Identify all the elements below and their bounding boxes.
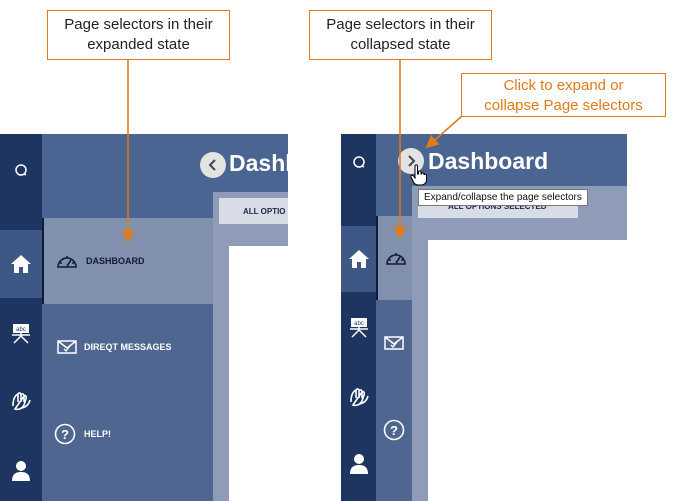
hand-cursor-icon [410,164,427,186]
callout-expanded: Page selectors in their expanded state [47,10,230,60]
callout-collapsed: Page selectors in their collapsed state [309,10,492,60]
abc-board-button[interactable]: abc [341,304,376,350]
callout-toggle: Click to expand or collapse Page selecto… [461,73,666,117]
page-title: Dashb [229,150,300,176]
chevron-left-icon [208,159,216,171]
filter-button[interactable]: ALL OPTIO [219,198,288,224]
page-selector-direqt-messages[interactable] [376,300,412,386]
search-icon [352,156,365,168]
speedometer-icon [56,250,78,272]
collapsed-view: abc ? Dashboard ALL OPTIONS SELECTED [341,134,627,501]
search-icon [15,164,27,176]
user-icon [349,454,368,474]
abc-board-icon: abc [12,324,30,344]
content-area [428,240,627,501]
svg-text:abc: abc [354,321,364,327]
arrow-toggle [425,115,463,149]
page-selector-label: HELP! [84,429,111,439]
envelope-icon [384,336,404,350]
page-selector-direqt-messages[interactable]: DIREQT MESSAGES [42,304,213,390]
hands-button[interactable] [341,374,376,420]
content-frame [213,230,288,501]
search-button[interactable] [341,144,376,180]
home-icon [11,255,31,273]
collapse-toggle-button[interactable] [200,152,226,178]
user-button[interactable] [0,449,42,493]
svg-text:abc: abc [16,327,26,333]
search-button[interactable] [0,152,42,188]
question-circle-icon: ? [383,419,405,441]
svg-text:?: ? [61,427,69,442]
dashboard-header: Dashboard [412,134,627,186]
question-circle-icon: ? [54,423,76,445]
page-selector-label: DIREQT MESSAGES [84,342,172,352]
expand-toggle-button[interactable] [398,148,424,174]
filter-label: ALL OPTIONS SELECTED [448,201,547,211]
content-frame [412,226,627,501]
home-button[interactable] [341,226,376,292]
svg-text:?: ? [390,423,398,438]
user-icon [12,461,30,481]
user-button[interactable] [341,442,376,486]
hands-icon [349,388,369,407]
envelope-icon [56,336,78,358]
hands-icon [12,392,31,411]
icon-rail: abc [0,134,42,501]
page-selector-label: DASHBOARD [86,256,145,266]
page-selectors-collapsed: ? [376,134,414,501]
chevron-right-icon [408,155,416,167]
toggle-tooltip: Expand/collapse the page selectors [418,189,588,206]
page-title: Dashboard [428,148,549,174]
abc-board-icon: abc [349,318,368,338]
abc-board-button[interactable]: abc [0,310,42,356]
hands-button[interactable] [0,378,42,424]
page-selector-help[interactable]: ? HELP! [42,390,213,478]
content-area [229,246,288,501]
filter-bar: ALL OPTIO [213,192,288,230]
page-selectors-header [376,134,412,216]
page-selector-help[interactable]: ? [376,386,412,474]
icon-rail: abc [341,134,376,501]
home-button[interactable] [0,230,42,298]
home-icon [348,250,369,268]
speedometer-icon [386,253,406,265]
filter-label: ALL OPTIO [243,206,286,216]
